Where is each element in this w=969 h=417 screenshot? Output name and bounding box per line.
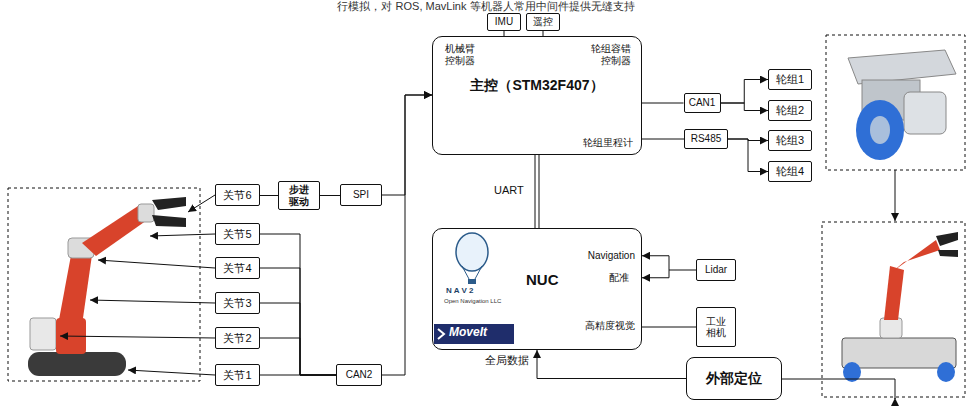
box-label: 机械臂 控制器 <box>445 43 477 66</box>
process-box: IMU <box>487 13 521 31</box>
connector <box>260 375 336 376</box>
box-label: SPI <box>353 189 369 201</box>
connector <box>260 338 336 375</box>
connector <box>260 268 336 375</box>
connector <box>320 195 340 196</box>
process-box: CAN1 <box>684 93 721 113</box>
box-label: 工业 相机 <box>705 316 727 339</box>
process-box: 轮组4 <box>768 161 812 182</box>
moveit-logo <box>434 324 514 344</box>
process-box: 工业 相机 <box>696 307 736 347</box>
box-label: NUC <box>526 271 559 288</box>
connector <box>260 195 278 196</box>
box-label: CAN1 <box>689 97 716 109</box>
box-label: RS485 <box>691 133 722 145</box>
wheel-module-figure <box>826 35 965 170</box>
connector <box>642 256 696 270</box>
box-label: 配准 <box>609 272 629 284</box>
box-label: 主控（STM32F407） <box>433 77 641 93</box>
box-label: IMU <box>495 16 513 28</box>
process-box: 关节4 <box>215 257 260 279</box>
process-box: 关节1 <box>215 364 260 386</box>
connector <box>642 103 684 104</box>
process-box: 关节6 <box>215 184 260 206</box>
process-box: 外部定位 <box>686 357 782 400</box>
box-label: 轮组3 <box>776 134 804 147</box>
process-box: 遥控 <box>526 13 560 31</box>
logo-text: MoveIt <box>449 326 487 340</box>
edge-label: 全局数据 <box>484 354 530 367</box>
process-box: 关节2 <box>215 327 260 349</box>
process-box: 关节3 <box>215 292 260 314</box>
connector <box>260 234 336 375</box>
process-box: 轮组1 <box>768 69 812 90</box>
flow-arrow <box>895 170 896 221</box>
box-label: 轮组里程计 <box>583 137 633 149</box>
connector <box>382 95 432 195</box>
process-box: CAN2 <box>336 364 382 386</box>
connector <box>728 139 768 172</box>
box-label: 轮组1 <box>776 73 804 86</box>
process-box: 轮组3 <box>768 130 812 151</box>
box-label: 步进 驱动 <box>288 184 311 207</box>
box-label: 关节4 <box>223 262 251 275</box>
connector <box>642 139 684 140</box>
connector <box>721 80 769 104</box>
logo-text: N A V 2 <box>446 286 473 295</box>
connector <box>537 350 686 379</box>
process-box: 关节5 <box>215 223 260 245</box>
process-box: 步进 驱动 <box>278 181 320 210</box>
box-label: 轮组2 <box>776 104 804 117</box>
box-label: Navigation <box>588 250 635 262</box>
box-label: 外部定位 <box>706 370 762 386</box>
logo-text: Open Navigation LLC <box>444 298 501 305</box>
box-label: 关节6 <box>223 189 251 202</box>
process-box: 轮组2 <box>768 100 812 121</box>
box-label: 轮组4 <box>776 165 804 178</box>
edge-label: UART <box>493 184 525 197</box>
process-box: RS485 <box>684 129 728 149</box>
process-box: Lidar <box>696 259 736 281</box>
box-label: 关节5 <box>223 228 251 241</box>
box-label: CAN2 <box>346 369 373 381</box>
connector <box>642 327 696 328</box>
joint-leader-lines <box>60 195 215 375</box>
page-title: 行模拟，对 ROS, MavLink 等机器人常用中间件提供无缝支持 <box>337 0 634 12</box>
controller-box: 机械臂 控制器 轮组容错 控制器主控（STM32F407） 轮组里程计 <box>432 36 642 155</box>
connector <box>721 103 769 111</box>
connector <box>382 95 432 375</box>
box-label: 轮组容错 控制器 <box>588 43 631 66</box>
box-label: Lidar <box>705 264 727 276</box>
connector <box>535 155 539 228</box>
process-box: SPI <box>340 184 382 206</box>
mobile-robot-figure <box>822 222 965 397</box>
flow-arrow <box>782 379 895 399</box>
nav2-logo <box>456 233 488 284</box>
connector <box>260 303 336 375</box>
robot-arm-figure <box>8 188 200 381</box>
box-label: 关节1 <box>223 369 251 382</box>
box-label: 高精度视觉 <box>585 320 635 332</box>
box-label: 关节2 <box>223 332 251 345</box>
box-label: 关节3 <box>223 297 251 310</box>
flow-arrow-head <box>895 398 896 399</box>
connector-branch <box>642 270 669 278</box>
box-label: 遥控 <box>533 16 553 28</box>
